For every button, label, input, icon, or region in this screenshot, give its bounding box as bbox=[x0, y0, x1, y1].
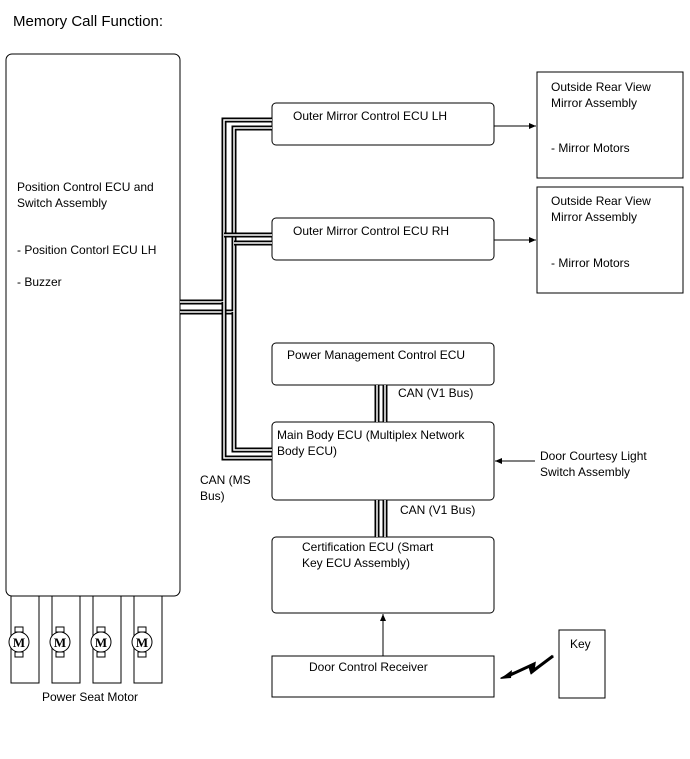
mirror-assembly-lh-line2: Mirror Assembly bbox=[551, 96, 637, 110]
mirror-assembly-lh-line1: Outside Rear View bbox=[551, 80, 651, 94]
mirror-assembly-rh-line2: Mirror Assembly bbox=[551, 210, 637, 224]
position-control-ecu-box: Position Control ECU and Switch Assembly… bbox=[5, 53, 181, 597]
door-control-receiver-box: Door Control Receiver bbox=[271, 655, 495, 698]
main-body-ecu-box: Main Body ECU (Multiplex Network Body EC… bbox=[271, 421, 495, 501]
v1-bus-lines bbox=[374, 385, 388, 537]
key-box: Key bbox=[558, 629, 606, 699]
main-body-ecu-line2: Body ECU) bbox=[277, 444, 337, 458]
door-control-receiver-label: Door Control Receiver bbox=[309, 660, 428, 674]
motor-4-symbol: M bbox=[136, 635, 148, 650]
outer-mirror-ecu-lh-label: Outer Mirror Control ECU LH bbox=[293, 109, 447, 123]
position-ecu-name-line1: Position Control ECU and bbox=[17, 180, 154, 194]
motor-3-symbol: M bbox=[95, 635, 107, 650]
outer-mirror-ecu-rh-box: Outer Mirror Control ECU RH bbox=[271, 217, 495, 261]
power-management-ecu-box: Power Management Control ECU bbox=[271, 342, 495, 386]
motor-2: M bbox=[49, 595, 81, 684]
signal-arrows bbox=[380, 123, 536, 656]
certification-ecu-box: Certification ECU (Smart Key ECU Assembl… bbox=[271, 536, 495, 614]
motor-1: M bbox=[8, 595, 40, 684]
power-seat-motors: M M M M bbox=[8, 595, 163, 684]
can-v1-bus-bottom-label: CAN (V1 Bus) bbox=[400, 503, 475, 517]
motor-3: M bbox=[90, 595, 122, 684]
mirror-assembly-rh-box: Outside Rear View Mirror Assembly - Mirr… bbox=[536, 186, 684, 294]
door-courtesy-line1: Door Courtesy Light bbox=[540, 449, 647, 463]
motor-1-symbol: M bbox=[13, 635, 25, 650]
motor-4: M bbox=[131, 595, 163, 684]
mirror-assembly-lh-item: - Mirror Motors bbox=[551, 141, 630, 155]
certification-ecu-line1: Certification ECU (Smart bbox=[302, 540, 434, 554]
outer-mirror-ecu-rh-label: Outer Mirror Control ECU RH bbox=[293, 224, 449, 238]
can-ms-bus-label-line2: Bus) bbox=[200, 489, 225, 503]
position-ecu-item-1: - Position Contorl ECU LH bbox=[17, 243, 156, 257]
ms-bus-lines bbox=[180, 117, 272, 461]
position-ecu-name-line2: Switch Assembly bbox=[17, 196, 107, 210]
door-courtesy-line2: Switch Assembly bbox=[540, 465, 630, 479]
mirror-assembly-rh-line1: Outside Rear View bbox=[551, 194, 651, 208]
power-seat-motor-label: Power Seat Motor bbox=[42, 690, 138, 704]
key-label: Key bbox=[570, 637, 591, 651]
outer-mirror-ecu-lh-box: Outer Mirror Control ECU LH bbox=[271, 102, 495, 146]
mirror-assembly-lh-box: Outside Rear View Mirror Assembly - Mirr… bbox=[536, 71, 684, 179]
power-management-ecu-label: Power Management Control ECU bbox=[287, 348, 465, 362]
certification-ecu-line2: Key ECU Assembly) bbox=[302, 556, 410, 570]
position-ecu-item-2: - Buzzer bbox=[17, 275, 62, 289]
mirror-assembly-rh-item: - Mirror Motors bbox=[551, 256, 630, 270]
can-v1-bus-top-label: CAN (V1 Bus) bbox=[398, 386, 473, 400]
main-body-ecu-line1: Main Body ECU (Multiplex Network bbox=[277, 428, 465, 442]
motor-2-symbol: M bbox=[54, 635, 66, 650]
can-ms-bus-label-line1: CAN (MS bbox=[200, 473, 251, 487]
diagram-title: Memory Call Function: bbox=[13, 13, 163, 30]
